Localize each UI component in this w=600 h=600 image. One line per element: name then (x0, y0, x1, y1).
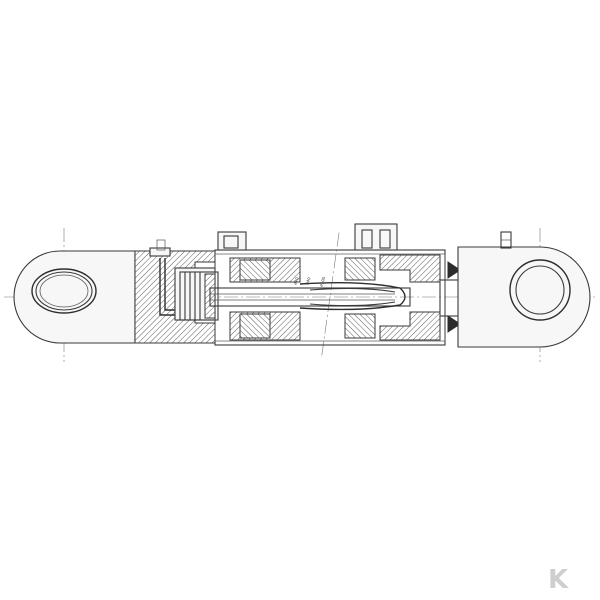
end-cap (134, 239, 216, 344)
piston-rod (209, 281, 411, 311)
dimension-label-1: ø70 (292, 276, 299, 285)
brand-logo: K (548, 565, 569, 595)
left-rod-eye (13, 250, 136, 344)
brand-logo-text: K (548, 565, 569, 595)
right-rod-eye (457, 231, 591, 348)
dimension-label-3: ø100 (318, 276, 326, 288)
piston-sections (229, 257, 301, 341)
dimension-labels: ø70 ø40 ø100 (292, 276, 326, 288)
dimension-label-2: ø40 (304, 276, 311, 285)
gland (344, 254, 461, 341)
cylinder-barrel (214, 223, 446, 346)
